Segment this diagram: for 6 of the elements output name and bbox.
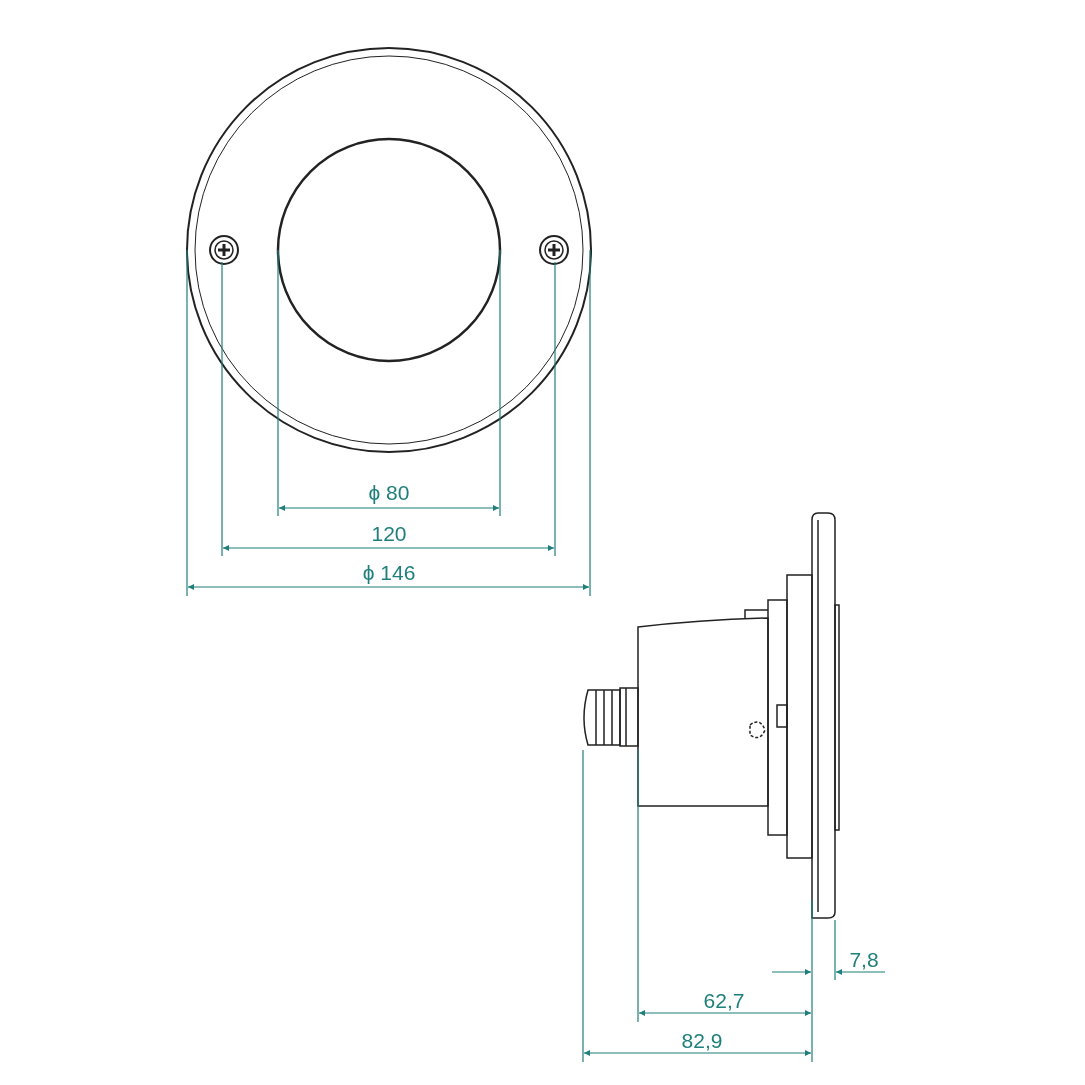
dimension-label: ϕ 80	[368, 482, 410, 503]
dimension-label: 7,8	[849, 949, 879, 970]
dimension-label: 62,7	[703, 990, 745, 1011]
dimension-label: 120	[371, 523, 407, 544]
dimension-label: 82,9	[681, 1030, 723, 1051]
dimension-label: ϕ 146	[362, 562, 416, 583]
